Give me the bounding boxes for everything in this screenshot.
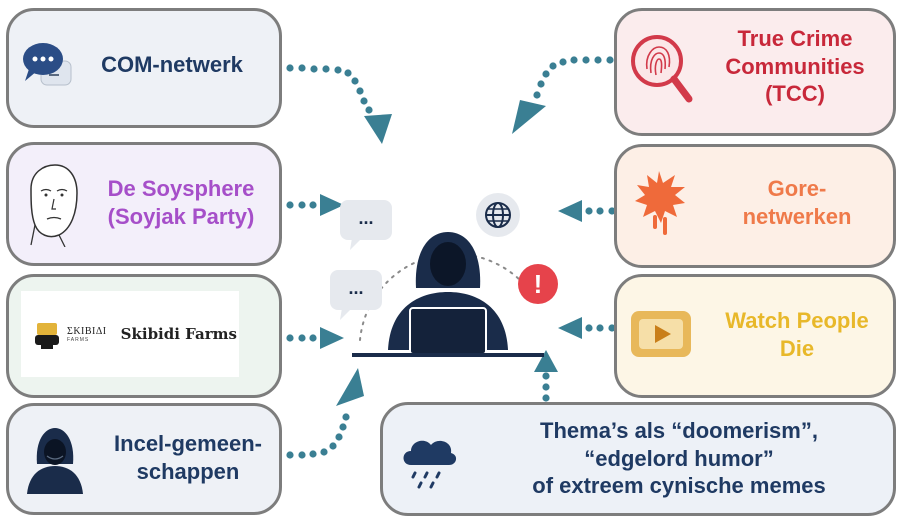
chat-bubbles-icon bbox=[23, 43, 72, 86]
card-thema-label-line2: “edgelord humor” bbox=[584, 445, 774, 471]
card-watch-people-die: Watch People Die bbox=[614, 274, 896, 398]
rain-cloud-icon bbox=[403, 440, 457, 489]
toilet-logo-icon bbox=[35, 323, 59, 349]
card-soyjak-label: De Soysphere (Soyjak Party) bbox=[93, 175, 269, 230]
center-illustration: ... ... ! bbox=[330, 193, 558, 357]
hooded-figure-icon bbox=[27, 428, 83, 494]
card-incel-label-line2: schappen bbox=[136, 458, 240, 484]
skibidi-logo-subtext: FARMS bbox=[67, 336, 90, 343]
blood-splatter-icon bbox=[635, 171, 685, 235]
card-thema-label-line3: of extreem cynische memes bbox=[532, 473, 826, 498]
card-soyjak-label-line2: (Soyjak Party) bbox=[107, 203, 255, 229]
card-incel-label-line1: Incel-gemeen- bbox=[114, 431, 262, 456]
card-tcc-label-line2: Communities bbox=[725, 53, 865, 79]
skibidi-farms-logo: ΣKIBIΔI FARMS Skibidi Farms bbox=[21, 291, 239, 377]
svg-text:!: ! bbox=[534, 269, 543, 299]
card-themas: Thema’s als “doomerism”, “edgelord humor… bbox=[380, 402, 896, 516]
fingerprint-magnifier-icon bbox=[631, 35, 693, 103]
card-soyjak: De Soysphere (Soyjak Party) bbox=[6, 142, 282, 266]
wojak-face-icon bbox=[30, 164, 78, 247]
svg-text:...: ... bbox=[358, 208, 373, 228]
card-skibidi-farms: ΣKIBIΔI FARMS Skibidi Farms bbox=[6, 274, 282, 398]
card-gore-label-line1: Gore- bbox=[767, 176, 827, 201]
arrow-incel bbox=[286, 368, 364, 459]
card-thema-label: Thema’s als “doomerism”, “edgelord humor… bbox=[479, 417, 879, 500]
card-gore-label-line2: netwerken bbox=[742, 203, 852, 229]
card-gore-label: Gore- netwerken bbox=[709, 175, 885, 230]
globe-icon bbox=[476, 193, 520, 237]
card-tcc-label-line1: True Crime bbox=[737, 26, 853, 51]
card-com-netwerk: COM-netwerk bbox=[6, 8, 282, 128]
card-soyjak-label-line1: De Soysphere bbox=[107, 176, 255, 201]
card-incel-label: Incel-gemeen- schappen bbox=[95, 430, 281, 485]
card-wpd-label: Watch People Die bbox=[707, 307, 887, 362]
card-tcc-label-line3: (TCC) bbox=[765, 81, 825, 106]
card-incel: Incel-gemeen- schappen bbox=[6, 403, 282, 515]
card-tcc-label: True Crime Communities (TCC) bbox=[705, 25, 885, 108]
video-play-icon bbox=[631, 311, 691, 357]
hacker-at-laptop-icon bbox=[352, 232, 544, 357]
card-gore: Gore- netwerken bbox=[614, 144, 896, 268]
card-wpd-label-line2: Die bbox=[779, 335, 815, 361]
card-true-crime: True Crime Communities (TCC) bbox=[614, 8, 896, 136]
arrow-tcc bbox=[512, 56, 614, 134]
card-com-label: COM-netwerk bbox=[101, 52, 243, 77]
exclamation-icon: ! bbox=[518, 264, 558, 304]
chat-bubble-icon-2: ... bbox=[330, 270, 382, 320]
arrow-com bbox=[286, 64, 392, 144]
skibidi-logo-text: ΣKIBIΔI bbox=[67, 325, 107, 337]
card-wpd-label-line1: Watch People bbox=[725, 308, 869, 333]
skibidi-logo-name: Skibidi Farms bbox=[120, 325, 237, 343]
card-thema-label-line1: Thema’s als “doomerism”, bbox=[540, 418, 818, 443]
chat-bubble-icon: ... bbox=[340, 200, 392, 250]
svg-text:...: ... bbox=[348, 278, 363, 298]
